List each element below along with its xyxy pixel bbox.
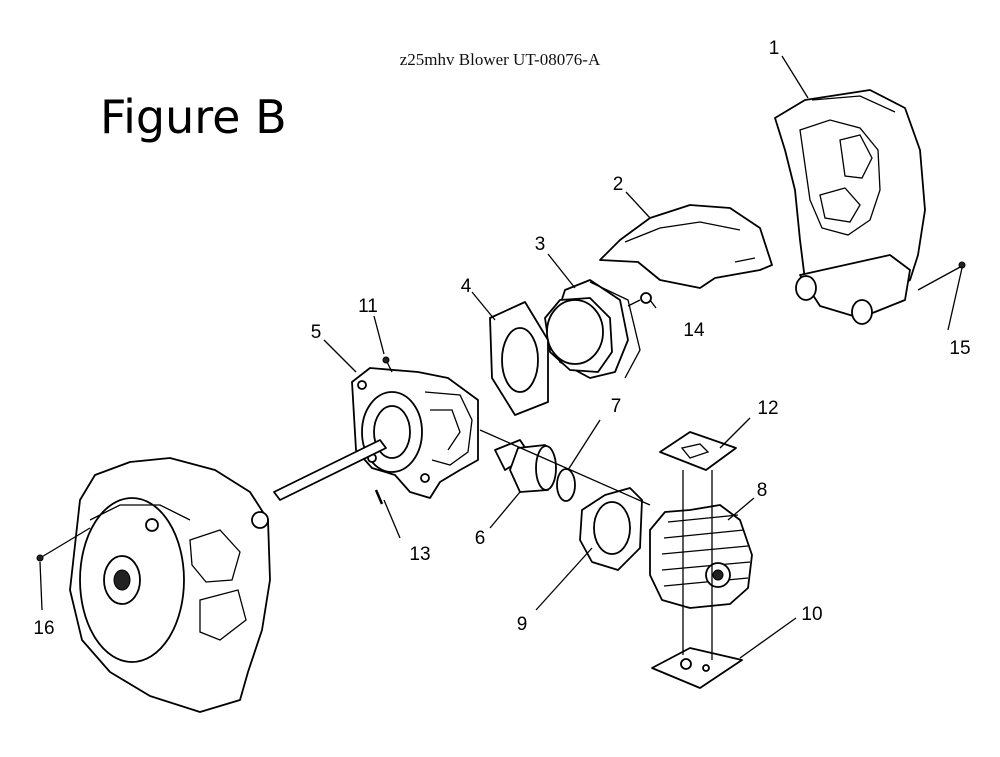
crankshaft	[273, 439, 387, 501]
callout-15: 15	[949, 338, 970, 359]
part-3-muffler	[544, 279, 641, 379]
callout-14: 14	[683, 320, 705, 341]
page-title: z25mhv Blower UT-08076-A	[399, 50, 601, 69]
callout-6: 6	[475, 528, 486, 549]
figure-label: Figure B	[100, 90, 287, 144]
callout-labels: 1 2 3 4 5 6 7 8 9 10 11 12 13 14 15 16	[33, 38, 970, 639]
callout-2: 2	[613, 174, 624, 195]
part-5-crankcase	[351, 367, 479, 499]
callout-8: 8	[757, 480, 768, 501]
callout-10: 10	[801, 604, 822, 625]
part-9-cylinder-gasket	[579, 487, 643, 571]
callout-16: 16	[33, 618, 54, 639]
part-8-cylinder	[649, 504, 753, 609]
callout-1: 1	[769, 38, 780, 59]
part-10-base-plate	[651, 647, 743, 689]
part-11-screw	[382, 356, 393, 373]
callout-5: 5	[311, 322, 322, 343]
part-13-pin	[374, 489, 384, 505]
callout-12: 12	[757, 398, 778, 419]
part-16-screw	[36, 527, 91, 562]
leader-lines	[39, 55, 963, 659]
part-14-screw	[627, 292, 652, 307]
part-4-gasket	[489, 301, 549, 416]
part-12-plate	[659, 431, 737, 471]
part-2-muffler-cover	[599, 204, 773, 289]
part-16-fan-housing	[69, 457, 271, 713]
assembly-lines	[479, 429, 713, 660]
callout-3: 3	[535, 234, 546, 255]
callout-4: 4	[461, 276, 472, 297]
callout-11: 11	[358, 296, 378, 317]
part-6-piston	[494, 439, 557, 493]
callout-9: 9	[517, 614, 528, 635]
callout-13: 13	[409, 544, 430, 565]
part-7-piston-ring	[556, 468, 576, 502]
callout-7: 7	[611, 396, 622, 417]
part-1-shroud	[774, 89, 926, 325]
